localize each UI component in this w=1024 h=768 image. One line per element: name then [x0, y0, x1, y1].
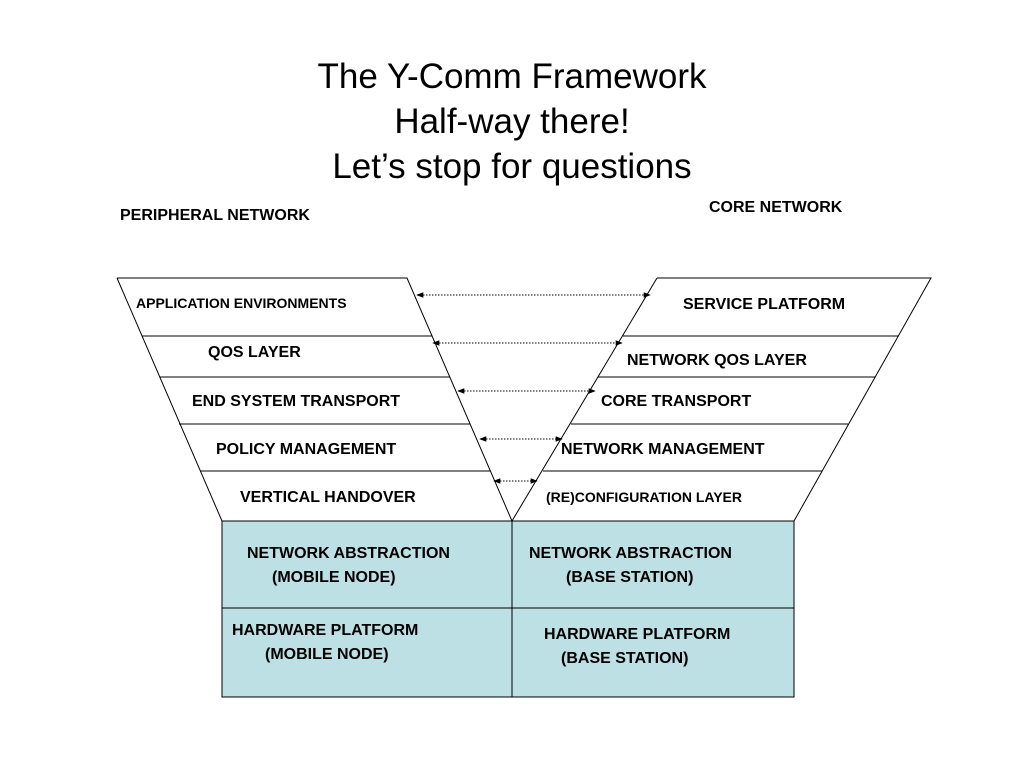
layer-service-platform: SERVICE PLATFORM: [683, 296, 846, 313]
layer-vertical-handover: VERTICAL HANDOVER: [240, 489, 416, 506]
layer-reconfiguration: (RE)CONFIGURATION LAYER: [546, 489, 742, 505]
title-line-2: Half-way there!: [394, 102, 630, 141]
layer-core-transport: CORE TRANSPORT: [601, 393, 752, 410]
hardware-platform-mobile-line-2: (MOBILE NODE): [265, 646, 389, 663]
layer-application-environments: APPLICATION ENVIRONMENTS: [136, 295, 347, 311]
title-line-1: The Y-Comm Framework: [317, 57, 707, 96]
peripheral-network-label: PERIPHERAL NETWORK: [120, 207, 310, 224]
layer-network-qos: NETWORK QOS LAYER: [627, 352, 807, 369]
bottom-boxes-background: [221, 520, 795, 698]
network-abstraction-mobile-line-1: NETWORK ABSTRACTION: [247, 545, 450, 562]
slide-title: The Y-Comm Framework Half-way there! Let…: [0, 54, 1024, 189]
hardware-platform-mobile-line-1: HARDWARE PLATFORM: [232, 622, 419, 639]
network-abstraction-base-line-2: (BASE STATION): [566, 569, 694, 586]
layer-end-system-transport: END SYSTEM TRANSPORT: [192, 393, 401, 410]
network-abstraction-base-line-1: NETWORK ABSTRACTION: [529, 545, 732, 562]
layer-policy-management: POLICY MANAGEMENT: [216, 441, 397, 458]
core-network-label: CORE NETWORK: [709, 199, 843, 216]
hardware-platform-base-line-1: HARDWARE PLATFORM: [544, 626, 731, 643]
layer-qos: QOS LAYER: [208, 344, 301, 361]
hardware-platform-base-line-2: (BASE STATION): [561, 650, 689, 667]
title-line-3: Let’s stop for questions: [332, 147, 692, 186]
layer-network-management: NETWORK MANAGEMENT: [561, 441, 765, 458]
network-abstraction-mobile-line-2: (MOBILE NODE): [272, 569, 396, 586]
